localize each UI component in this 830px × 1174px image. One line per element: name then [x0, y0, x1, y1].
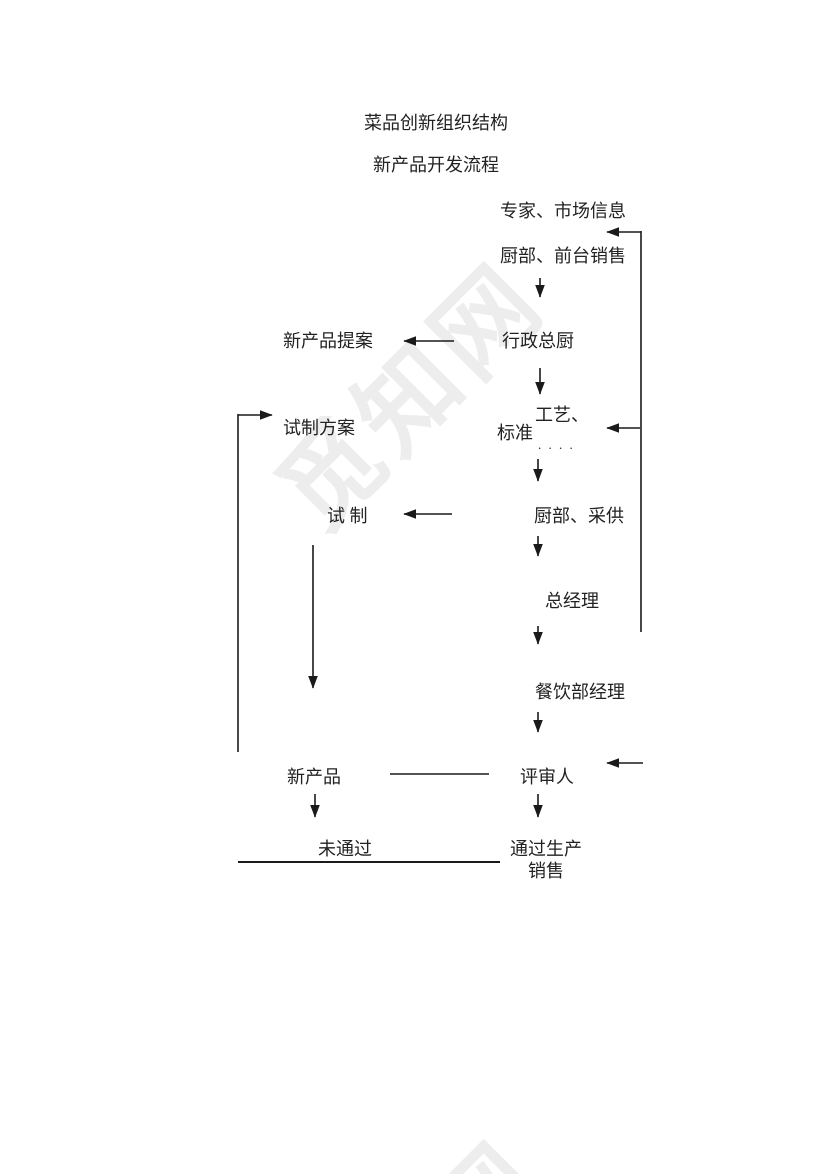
node-kitchen-frontdesk-sales: 厨部、前台销售 — [500, 246, 626, 266]
node-executive-chef: 行政总厨 — [502, 331, 574, 351]
node-passed-production-line2: 销售 — [528, 861, 564, 881]
node-not-passed: 未通过 — [318, 839, 372, 859]
node-trial-production: 试 制 — [327, 506, 368, 526]
node-fb-manager: 餐饮部经理 — [535, 682, 625, 702]
node-passed-production-line1: 通过生产 — [510, 839, 582, 859]
node-reviewer: 评审人 — [520, 767, 574, 787]
node-craft-standard-line2: 标准 — [497, 423, 533, 443]
node-trial-plan: 试制方案 — [283, 418, 355, 438]
node-new-product: 新产品 — [287, 767, 341, 787]
node-craft-standard-line1: 工艺、 — [535, 405, 589, 425]
node-kitchen-purchasing: 厨部、采供 — [534, 506, 624, 526]
page-subtitle: 新产品开发流程 — [373, 155, 499, 175]
node-expert-market-info: 专家、市场信息 — [500, 201, 626, 221]
node-new-product-proposal: 新产品提案 — [283, 331, 373, 351]
node-general-manager: 总经理 — [545, 591, 599, 611]
node-craft-standard-dots: . . . . — [538, 437, 575, 452]
page-title: 菜品创新组织结构 — [364, 113, 508, 133]
